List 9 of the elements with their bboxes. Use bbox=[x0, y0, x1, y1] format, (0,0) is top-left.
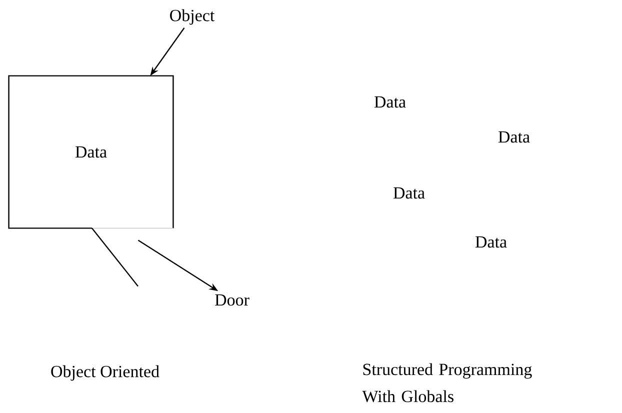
text-label: Object Oriented bbox=[51, 365, 160, 381]
text-label: Data bbox=[475, 236, 507, 248]
text-label: Data bbox=[393, 187, 425, 199]
object-box-drawing: Data bbox=[8, 75, 174, 287]
text-label: Data bbox=[498, 131, 530, 143]
text-label: Data bbox=[374, 96, 406, 108]
text-label: Object bbox=[170, 9, 215, 25]
text-label: Door bbox=[215, 294, 250, 306]
text-label: Structured Programming With Globals bbox=[362, 363, 532, 402]
